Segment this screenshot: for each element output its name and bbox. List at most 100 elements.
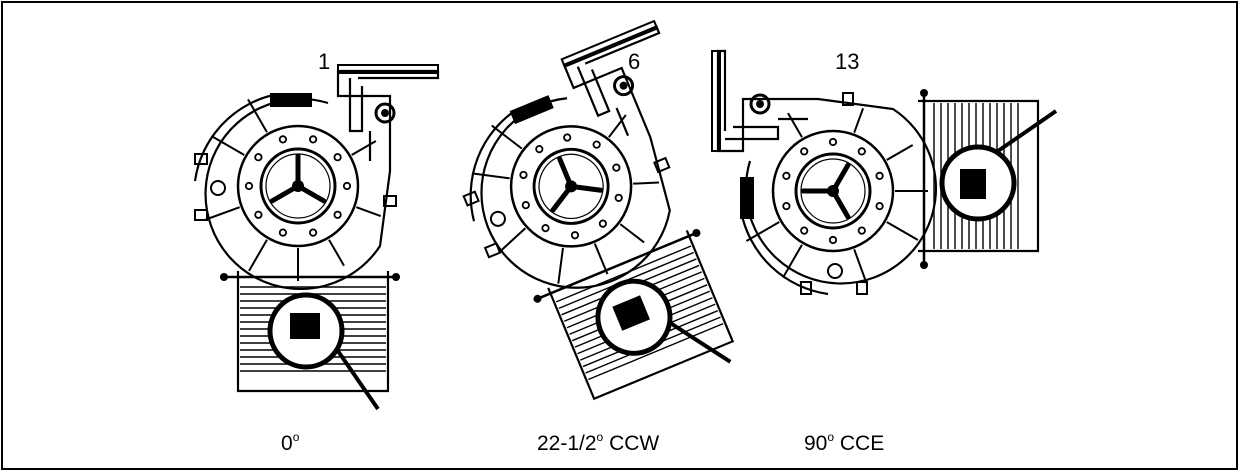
flange-bolt <box>598 219 607 228</box>
caption-value: 90 <box>804 432 828 455</box>
gauge-port <box>749 93 771 115</box>
view-number-6: 6 <box>628 49 641 74</box>
caption-direction: CCW <box>603 432 660 455</box>
flange-bolt <box>309 228 318 237</box>
base-bolt <box>920 89 928 97</box>
flange-bolt <box>592 140 601 149</box>
casing-rib <box>745 221 780 242</box>
view-number-13: 13 <box>835 49 860 74</box>
suction-flange-outer <box>509 125 633 248</box>
discharge-flange <box>711 50 721 152</box>
suction-eye <box>794 152 872 230</box>
degree-sign: o <box>827 430 835 444</box>
casing-rib <box>355 206 382 218</box>
flange-bolt <box>828 235 838 245</box>
casing-rib <box>853 107 865 134</box>
motor-terminal-box <box>612 295 650 331</box>
motor-terminal-box <box>960 169 986 199</box>
base-rail <box>533 231 699 302</box>
casing-rib <box>886 144 914 161</box>
mounting-boss <box>856 281 868 295</box>
conduit <box>336 349 380 411</box>
gauge-port-center <box>381 109 389 117</box>
casing-rib <box>787 112 803 138</box>
base-bolt <box>692 228 701 237</box>
base-bolt <box>392 273 400 281</box>
mounting-boss <box>194 209 208 221</box>
caption-value: 0 <box>281 432 293 455</box>
drain-plug <box>489 210 506 227</box>
bearing-frame <box>236 271 390 393</box>
flange-bolt <box>521 201 530 210</box>
flange-bolt <box>254 210 263 219</box>
flange-bolt <box>309 135 318 144</box>
base-bolt <box>220 273 228 281</box>
casing-rib <box>593 243 609 275</box>
drain-plug <box>827 263 843 279</box>
flange-bolt <box>278 135 287 144</box>
volute-casing <box>480 25 671 289</box>
casing-rib <box>782 244 803 279</box>
degree-sign: o <box>292 430 300 444</box>
impeller-hub <box>292 180 304 192</box>
casing-rib <box>619 223 645 244</box>
conduit <box>670 321 732 364</box>
volute-inner-edge <box>193 92 279 182</box>
bearing-frame <box>918 99 1040 253</box>
flange-bolt <box>614 193 623 202</box>
mounting-boss <box>483 242 502 259</box>
flange-bolt <box>828 137 838 147</box>
caption-direction: CCE <box>834 432 885 455</box>
pump-drawing-0 <box>193 64 440 411</box>
impeller-hub <box>827 185 839 197</box>
caption-0-degrees: 0o <box>281 430 299 456</box>
volute-inner-edge <box>739 210 829 296</box>
casing-rib <box>351 140 377 156</box>
casing-rib <box>491 124 523 150</box>
gauge-port-center <box>756 100 764 108</box>
flange-bolt <box>333 210 342 219</box>
suction-flange-outer <box>236 124 360 248</box>
discharge-ribs <box>725 117 808 141</box>
gauge-port <box>374 102 396 124</box>
casing-rib <box>248 239 268 272</box>
volute-inner-edge <box>469 108 519 222</box>
impeller-hub <box>565 180 578 193</box>
discharge-ribs <box>348 78 372 161</box>
flange-bolt <box>782 171 791 180</box>
flange-bolt <box>875 171 884 180</box>
flange-bolt <box>333 153 342 162</box>
cooling-fin <box>555 245 692 303</box>
flange-bolt <box>541 224 550 233</box>
suction-eye <box>259 147 337 225</box>
bearing-frame <box>547 230 735 401</box>
casing-rib <box>498 227 527 254</box>
nameplate <box>509 95 554 125</box>
flange-bolt <box>342 181 352 191</box>
drain-plug <box>210 180 226 196</box>
gauge-port <box>613 75 635 97</box>
discharge-flange <box>337 64 439 74</box>
flange-bolt <box>254 153 263 162</box>
volute-casing <box>716 49 937 285</box>
flange-bolt <box>800 226 809 235</box>
cooling-fin <box>588 322 724 381</box>
motor-terminal-box <box>290 313 320 339</box>
suction-eye <box>532 147 610 225</box>
base-bolt <box>533 294 542 303</box>
casing-rib <box>210 135 245 156</box>
flange-bolt <box>278 228 287 237</box>
flange-bolt <box>857 226 866 235</box>
mounting-boss <box>462 190 480 207</box>
conduit <box>996 109 1058 153</box>
flange-bolt <box>857 147 866 156</box>
casing-rib <box>608 114 627 138</box>
mounting-boss <box>800 281 812 295</box>
discharge-flange <box>560 19 659 68</box>
flange-bolt <box>782 202 791 211</box>
suction-flange-outer <box>771 129 895 253</box>
mounting-boss <box>842 92 854 106</box>
flange-bolt <box>570 231 580 240</box>
pump-drawing-22 <box>462 19 735 401</box>
flange-bolt <box>875 202 884 211</box>
